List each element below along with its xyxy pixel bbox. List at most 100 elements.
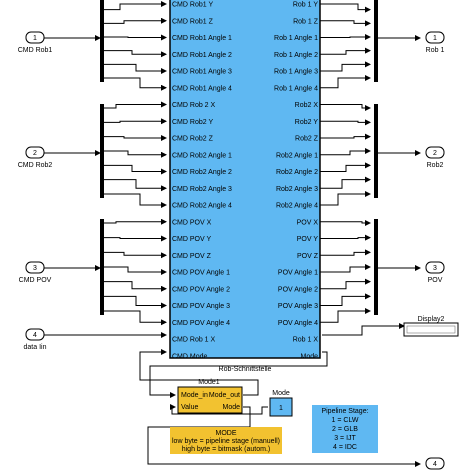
demux-signal-wire [104,251,167,259]
mux-signal-wire [320,61,371,72]
mux-signal-wire [320,249,371,256]
main-input-port-label: CMD Rob1 Y [172,2,213,9]
main-input-port-label: CMD Rob1 Angle 3 [172,69,232,76]
mux-signal-wire [320,104,371,111]
mode1-input-value: Value [181,404,198,411]
main-output-port-label: POV Angle 1 [278,270,318,277]
mode-note-line-1: MODE [216,430,237,437]
inport-4[interactable]: 4 data Iin [24,328,47,351]
inport-2[interactable]: 2 CMD Rob2 [18,146,53,169]
main-block-name: Rob-Schnittstelle [219,366,272,373]
inport-4-label: data Iin [24,344,47,351]
mux-signal-wire [320,264,371,273]
demux-signal-wire [104,193,167,208]
mux-signal-wire [320,293,371,306]
mode-constant-name: Mode [272,390,290,397]
demux-signal-wire [104,150,167,158]
main-input-port-label: CMD Rob2 Z [172,136,214,143]
mux-signal-wire [320,234,371,241]
mux-bar[interactable] [374,219,378,315]
demux-signal-wire [104,310,167,326]
pipeline-note-line-4: 3 = IJT [334,435,356,442]
outport-3[interactable]: 3 POV [425,261,445,284]
outport-4[interactable]: 4 [425,457,445,470]
outport-2[interactable]: 2 Rob2 [425,146,445,169]
demux-bar[interactable] [100,0,104,82]
outport-1-label: Rob 1 [426,47,445,54]
main-output-port-label: Rob2 Y [295,119,319,126]
demux-signal-wire [104,50,167,58]
signal-wires [44,35,421,467]
demux-signal-wire [104,281,167,292]
inport-4-number: 4 [33,332,37,339]
demux-signal-wire [104,235,167,242]
main-output-port-label: POV Z [297,253,319,260]
mux-signal-wire [320,162,371,172]
mux-signal-wire [320,176,371,189]
demux-bar[interactable] [100,104,104,198]
mux-bar[interactable] [374,0,378,82]
mode1-name: Mode1 [198,379,220,386]
demux-mux-bars [100,0,378,315]
pipeline-note-line-1: Pipeline Stage: [321,408,368,415]
mux-signal-wire [320,47,371,55]
mode-note-line-2: low byte = pipeline stage (manuell) [172,438,280,445]
main-input-port-label: CMD Rob2 Angle 4 [172,203,232,210]
outport-3-number: 3 [433,265,437,272]
demux-bar[interactable] [100,219,104,315]
demux-signal-wire [104,101,167,109]
main-input-port-label: CMD POV Z [172,253,212,260]
pipeline-note-line-3: 2 = GLB [332,426,358,433]
main-output-port-label: Rob2 Angle 2 [276,169,318,176]
main-output-port-label: Rob2 Z [295,136,319,143]
main-output-port-label: Rob 1 Y [293,2,318,9]
outport-1[interactable]: 1 Rob 1 [425,31,445,54]
display2-name: Display2 [418,316,445,323]
demux-signal-wire [104,77,167,91]
inport-3-label: CMD POV [19,277,52,284]
inport-1-label: CMD Rob1 [18,47,53,54]
inport-1[interactable]: 1 CMD Rob1 [18,31,53,54]
mode1-output-mode-out: Mode_out [209,392,240,399]
display2-block[interactable]: Display2 [403,316,459,337]
inport-3[interactable]: 3 CMD POV [19,261,52,284]
main-input-port-label: CMD POV Angle 3 [172,303,230,310]
mode-constant-block[interactable]: Mode 1 [269,390,293,417]
main-output-port-label: POV Angle 3 [278,303,318,310]
main-output-port-label: Rob 1 Angle 4 [274,85,318,92]
main-output-port-label: POV Angle 4 [278,320,318,327]
main-output-port-label: Rob 1 Angle 2 [274,52,318,59]
pipeline-note-line-5: 4 = IDC [333,444,357,451]
demux-signal-wire [104,179,167,192]
demux-signal-wire [104,135,167,141]
main-input-port-label: CMD Rob1 Angle 2 [172,52,232,59]
main-input-port-label: CMD POV Angle 2 [172,286,230,293]
mode-note-line-3: high byte = bitmask (autom.) [182,446,271,453]
mux-signal-wire [320,220,371,226]
mode-constant-value: 1 [279,405,283,412]
outport-3-label: POV [428,277,443,284]
pipeline-stage-note: Pipeline Stage: 1 = CLW 2 = GLB 3 = IJT … [312,405,378,453]
mux-bar[interactable] [374,104,378,198]
main-input-port-label: CMD Rob2 Y [172,119,213,126]
mux-signal-wire [320,34,371,40]
main-input-port-label: CMD Rob2 Angle 3 [172,186,232,193]
main-input-port-label: CMD Rob1 Z [172,18,214,25]
mux-signal-wire [320,308,371,323]
pipeline-note-line-2: 1 = CLW [332,417,359,424]
demux-signal-wire [104,63,167,74]
main-output-port-label: Rob2 Angle 4 [276,203,318,210]
mode1-subsystem[interactable]: Mode1 Mode_in Value Mode_out Mode [177,379,243,414]
demux-signal-wire [104,1,167,11]
inport-2-number: 2 [33,150,37,157]
mode1-input-mode-in: Mode_in [181,392,208,399]
demux-mux-fan-wires [104,1,371,326]
mux-signal-wire [320,191,371,206]
main-output-port-label: Rob 1 Angle 1 [274,35,318,42]
demux-signal-wire [104,34,167,41]
demux-signal-wire [104,295,167,309]
main-output-port-label: Rob 1 Angle 3 [274,69,318,76]
main-output-port-label: Rob 1 Z [293,18,319,25]
